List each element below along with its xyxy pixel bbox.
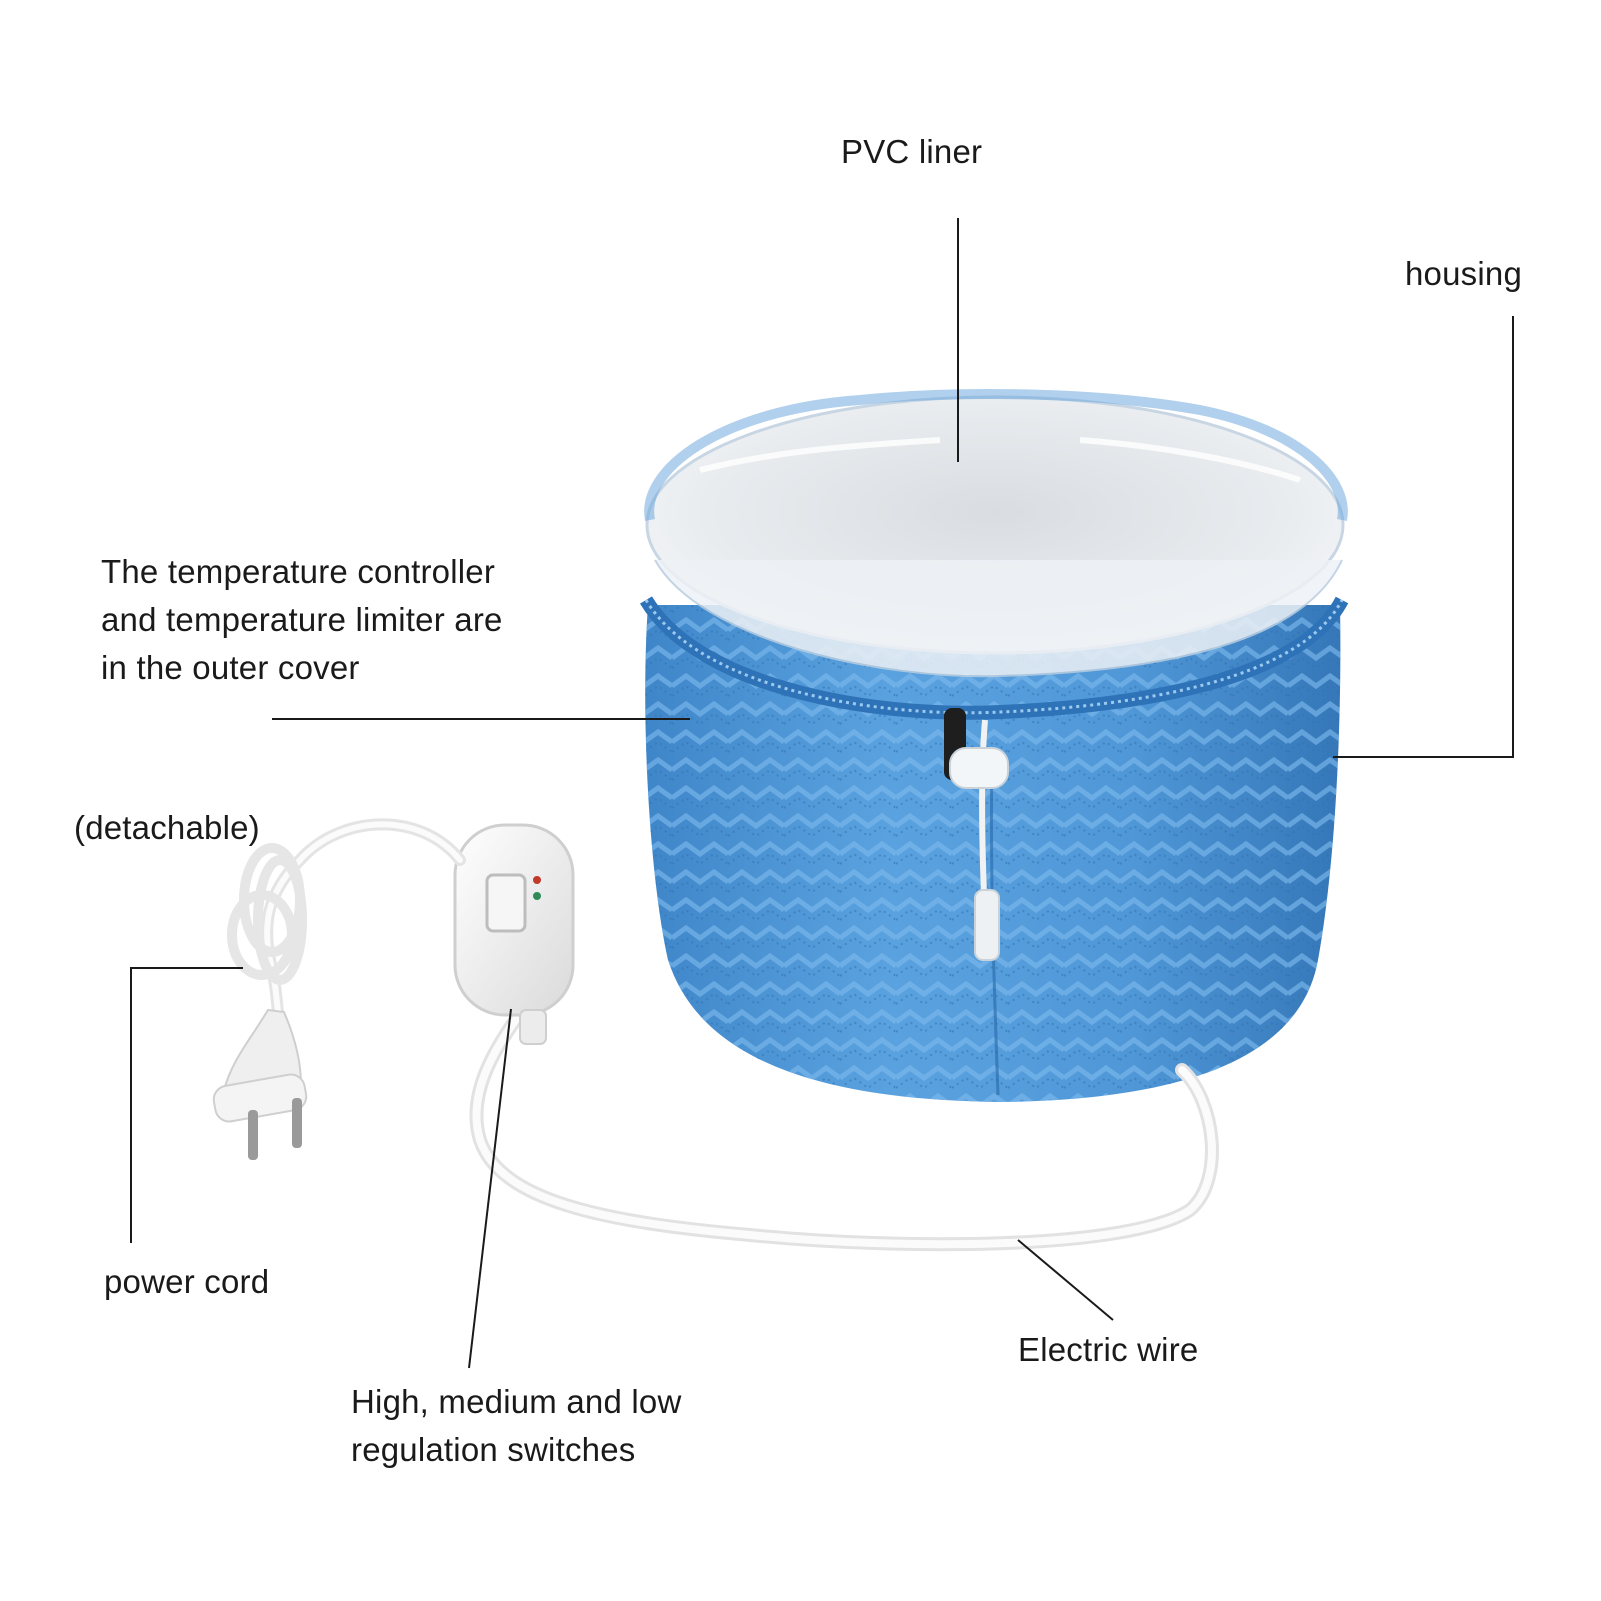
label-power-cord: power cord (104, 1258, 269, 1306)
label-regulation-switches: High, medium and low regulation switches (351, 1378, 682, 1474)
label-electric-wire-text: Electric wire (1018, 1331, 1199, 1368)
leader-electric-wire (1017, 1239, 1114, 1321)
label-housing-text: housing (1405, 255, 1522, 292)
label-temperature-controller: The temperature controller and temperatu… (101, 548, 503, 692)
callout-lines (130, 218, 1514, 1369)
plug-pin-right (292, 1098, 302, 1148)
leader-power-cord (130, 967, 243, 1243)
label-housing: housing (1405, 250, 1522, 298)
cord-stopper (974, 889, 1000, 961)
label-controller-line-2: and temperature limiter are (101, 601, 503, 638)
indicator-green (533, 892, 541, 900)
label-controller-line-3: in the outer cover (101, 649, 360, 686)
label-detachable-text: (detachable) (74, 809, 260, 846)
plug (212, 1008, 308, 1160)
label-controller-line-1: The temperature controller (101, 553, 496, 590)
leader-switch (468, 1008, 512, 1369)
liner-folds (654, 559, 1343, 678)
leader-housing (1333, 316, 1514, 758)
label-switch-line-1: High, medium and low (351, 1383, 682, 1420)
switch-controller (453, 823, 575, 1045)
cap (640, 389, 1349, 1102)
plug-pin-left (248, 1110, 258, 1160)
label-electric-wire: Electric wire (1018, 1326, 1198, 1374)
label-switch-line-2: regulation switches (351, 1431, 636, 1468)
label-pvc-liner-text: PVC liner (841, 133, 983, 170)
slide-switch (485, 873, 527, 933)
label-detachable: (detachable) (74, 804, 260, 852)
cord-toggle (949, 747, 1009, 789)
indicator-red (533, 876, 541, 884)
label-pvc-liner: PVC liner (841, 128, 982, 176)
cord-coil (227, 843, 307, 985)
label-power-cord-text: power cord (104, 1263, 270, 1300)
